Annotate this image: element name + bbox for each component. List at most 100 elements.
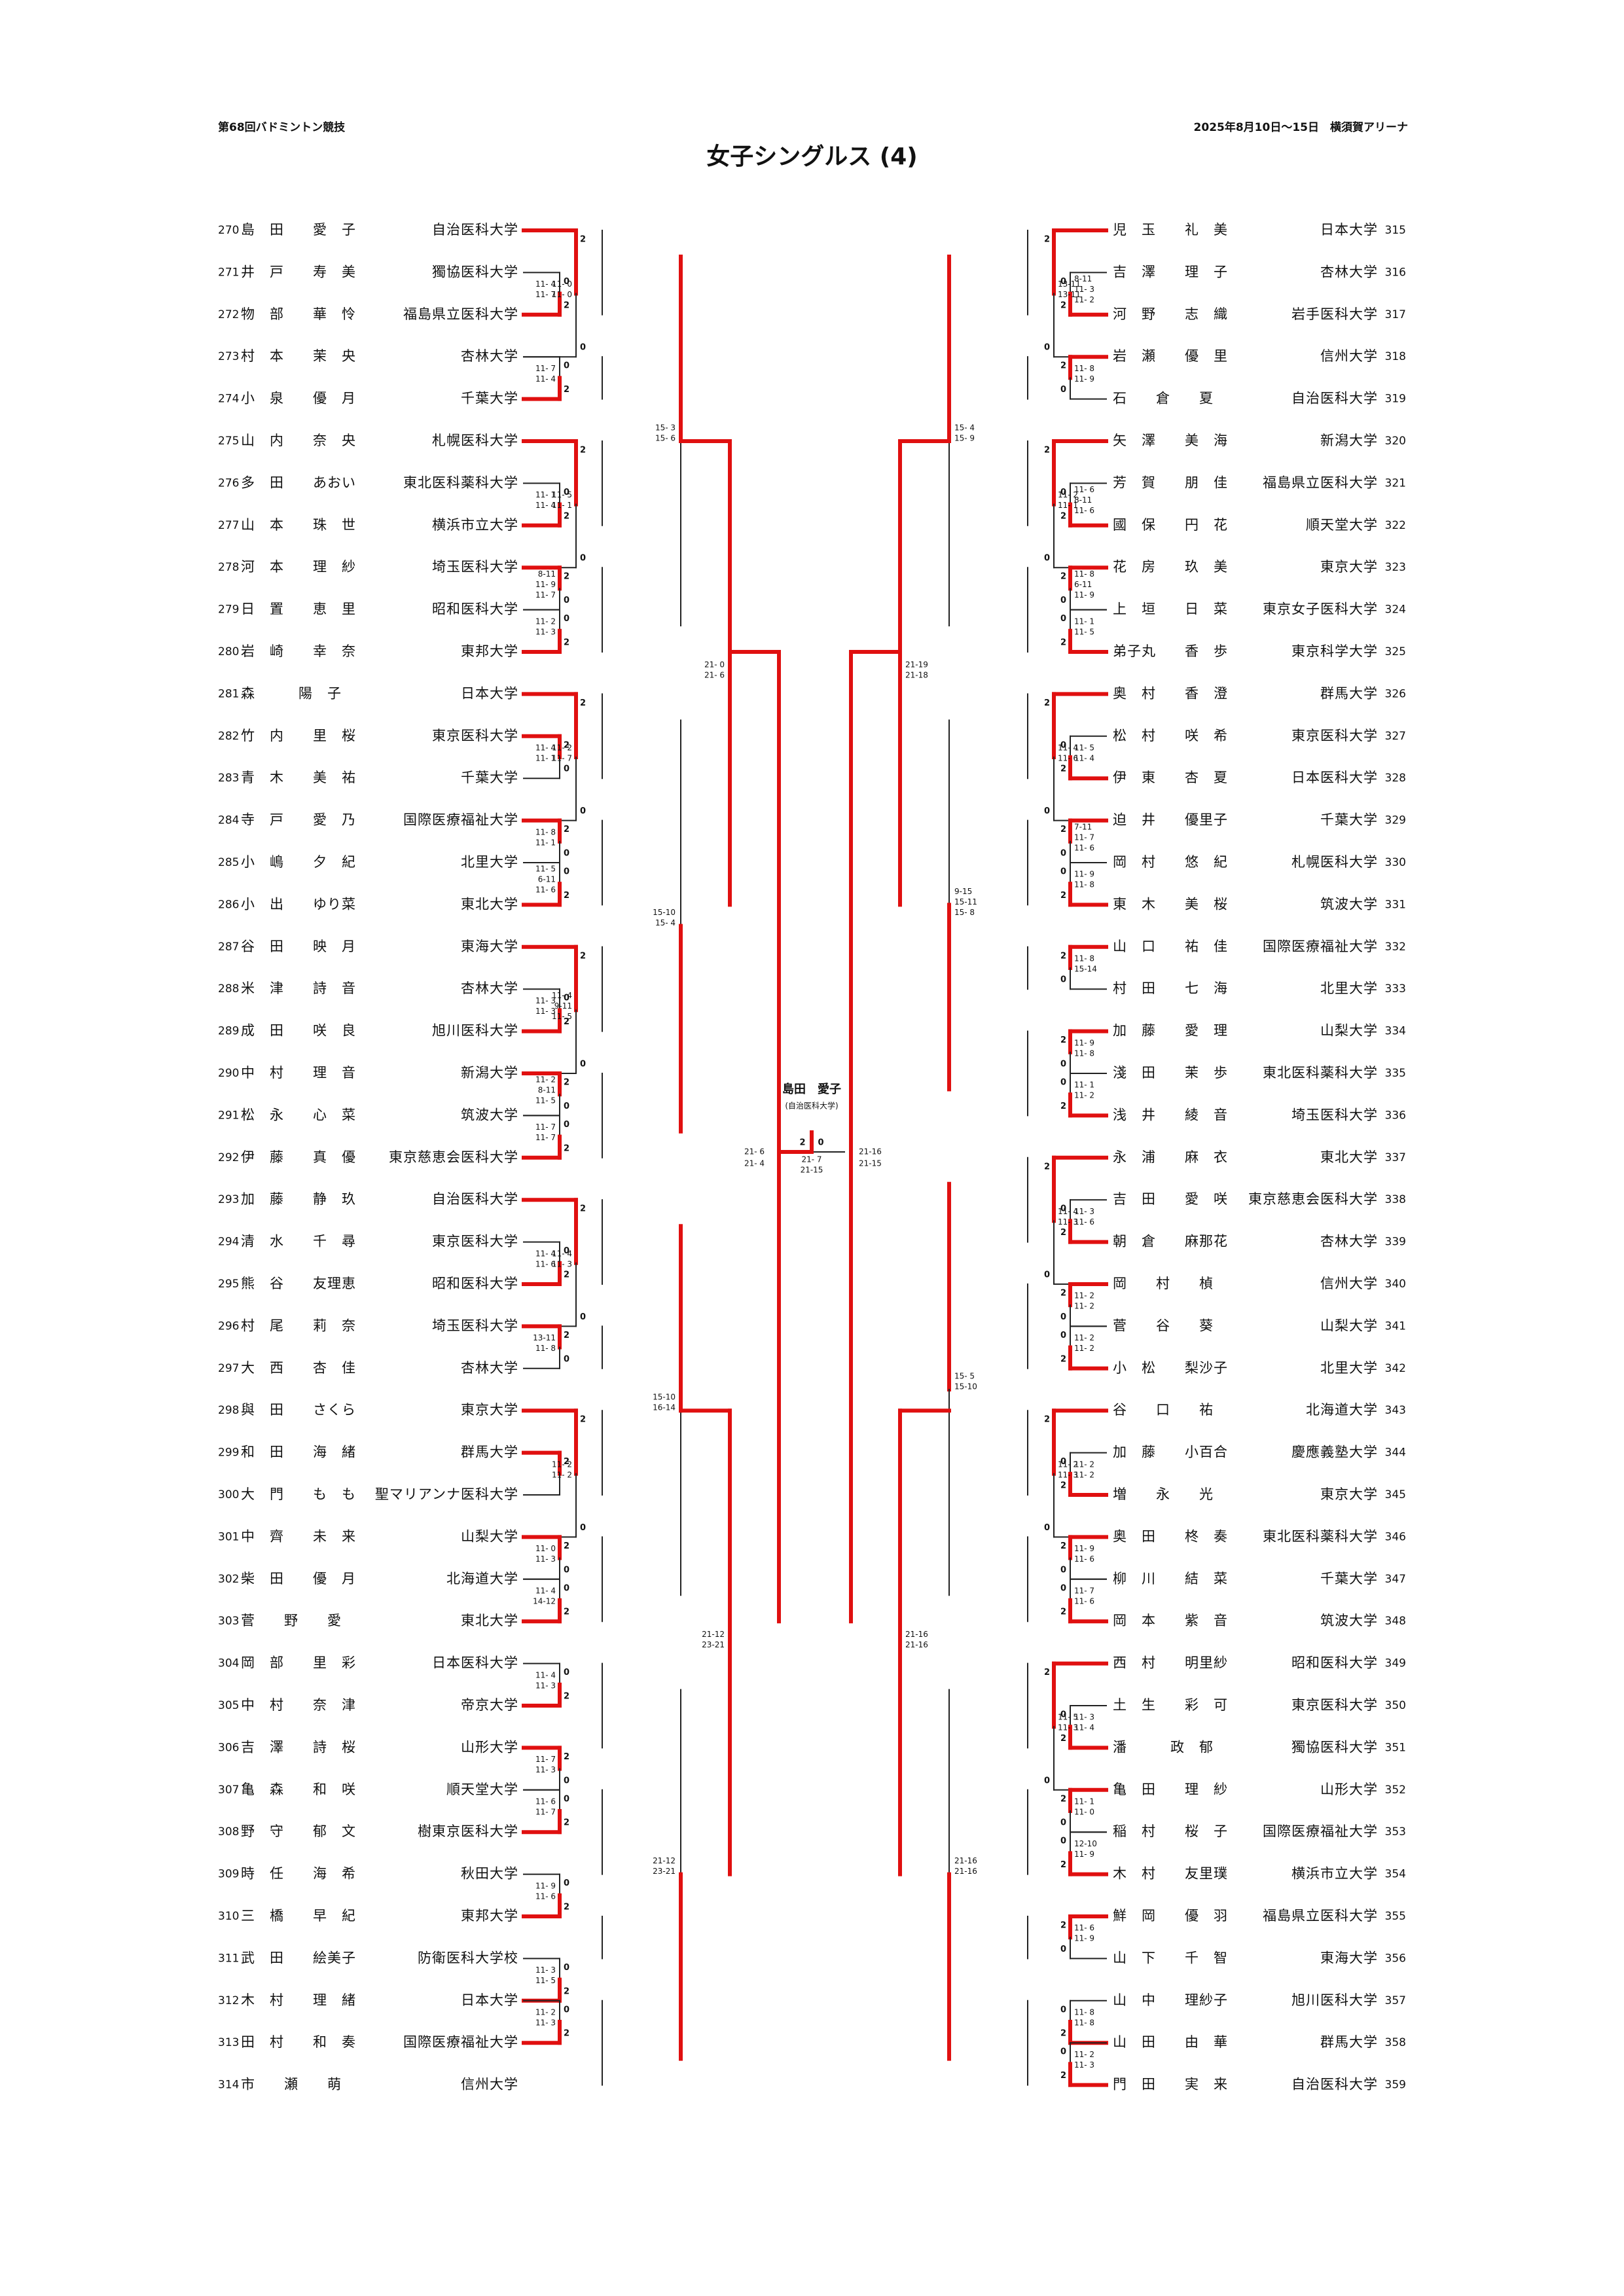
match-score: 11- 9 bbox=[535, 1881, 556, 1890]
match-score: 11- 5 bbox=[535, 865, 556, 874]
player-number: 298 bbox=[218, 1404, 239, 1417]
match-score: 11- 2 bbox=[1074, 1302, 1094, 1311]
game-result: 2 bbox=[564, 1017, 569, 1027]
game-result: 0 bbox=[564, 1102, 569, 1111]
player-number: 353 bbox=[1385, 1825, 1406, 1839]
game-result: 0 bbox=[564, 2005, 569, 2015]
player-number: 328 bbox=[1385, 772, 1406, 785]
game-result: 2 bbox=[580, 235, 586, 245]
player-number: 322 bbox=[1385, 519, 1406, 532]
player-name: 迫 井 優里子 bbox=[1113, 812, 1228, 828]
game-result: 2 bbox=[564, 1818, 569, 1828]
player-name: 青 木 美 祐 bbox=[241, 770, 356, 785]
player-name: 岡 村 悠 紀 bbox=[1113, 854, 1228, 870]
player-team: 北里大学 bbox=[1320, 1360, 1378, 1376]
player-team: 東京大学 bbox=[1320, 1486, 1378, 1502]
player-name: 小 泉 優 月 bbox=[241, 391, 356, 406]
game-result: 2 bbox=[580, 446, 586, 456]
player-number: 301 bbox=[218, 1530, 239, 1543]
game-result: 0 bbox=[1060, 2005, 1066, 2015]
semi-score-right: 21-16 bbox=[859, 1147, 882, 1157]
player-number: 288 bbox=[218, 982, 239, 996]
game-result: 0 bbox=[1044, 1776, 1050, 1785]
player-name: 寺 戸 愛 乃 bbox=[241, 812, 356, 828]
player-team: 埼玉医科大学 bbox=[1291, 1107, 1378, 1122]
match-score: 11- 7 bbox=[535, 290, 556, 299]
game-result: 2 bbox=[1060, 1607, 1066, 1617]
game-result: 2 bbox=[564, 1078, 569, 1088]
match-score: 11- 6 bbox=[535, 1259, 556, 1268]
player-number: 295 bbox=[218, 1278, 239, 1291]
player-number: 343 bbox=[1385, 1404, 1406, 1417]
game-result: 2 bbox=[1060, 951, 1066, 961]
game-result: 2 bbox=[564, 300, 569, 310]
semi-score: 21-19 bbox=[905, 660, 928, 670]
player-name: 小 嶋 夕 紀 bbox=[241, 854, 356, 870]
match-score: 11- 9 bbox=[1074, 590, 1094, 600]
match-score: 13-11 bbox=[533, 1333, 556, 1342]
player-name: 清 水 千 尋 bbox=[241, 1234, 356, 1249]
player-team: 国際医療福祉大学 bbox=[1263, 939, 1378, 954]
match-score: 11- 7 bbox=[535, 590, 556, 600]
match-score: 11- 7 bbox=[535, 1755, 556, 1764]
match-score: 6-11 bbox=[538, 875, 556, 884]
match-score: 11- 5 bbox=[552, 1012, 572, 1021]
match-score: 11- 1 bbox=[1074, 1797, 1094, 1806]
match-score: 11- 2 bbox=[1074, 1291, 1094, 1300]
match-score: 11- 2 bbox=[1074, 1091, 1094, 1100]
player-number: 316 bbox=[1385, 266, 1406, 279]
game-result: 0 bbox=[580, 806, 586, 816]
player-team: 自治医科大学 bbox=[1291, 391, 1378, 406]
match-score: 11- 5 bbox=[1074, 744, 1094, 753]
match-score: 11- 1 bbox=[535, 838, 556, 847]
player-team: 東海大学 bbox=[1320, 1950, 1378, 1965]
round-score: 15-10 bbox=[954, 1382, 977, 1391]
player-team: 東北医科薬科大学 bbox=[403, 475, 518, 490]
match-score: 11- 8 bbox=[1074, 2008, 1094, 2017]
player-team: 千葉大学 bbox=[461, 770, 518, 785]
game-result: 2 bbox=[564, 1270, 569, 1280]
game-result: 0 bbox=[564, 614, 569, 624]
player-name: 山 下 千 智 bbox=[1113, 1950, 1228, 1965]
game-result: 0 bbox=[1060, 1457, 1066, 1467]
player-name: 熊 谷 友理恵 bbox=[241, 1276, 356, 1291]
game-result: 0 bbox=[564, 1583, 569, 1593]
match-score: 11- 2 bbox=[1074, 1470, 1094, 1479]
player-name: 浅 井 綾 音 bbox=[1113, 1107, 1228, 1122]
player-number: 297 bbox=[218, 1362, 239, 1375]
player-name: 小 出 ゆり菜 bbox=[241, 896, 356, 912]
match-score: 11- 7 bbox=[535, 364, 556, 373]
match-score: 11- 1 bbox=[535, 490, 556, 499]
player-number: 306 bbox=[218, 1741, 239, 1754]
player-number: 340 bbox=[1385, 1278, 1406, 1291]
match-score: 11- 6 bbox=[535, 886, 556, 895]
game-result: 2 bbox=[1060, 1035, 1066, 1045]
match-score: 11- 4 bbox=[535, 744, 556, 753]
game-result: 2 bbox=[564, 740, 569, 750]
match-score: 11- 3 bbox=[1074, 2060, 1094, 2070]
player-team: 筑波大学 bbox=[461, 1107, 518, 1122]
match-score: 11- 2 bbox=[1058, 490, 1078, 499]
match-score: 11- 4 bbox=[1058, 1207, 1078, 1216]
game-result: 2 bbox=[564, 825, 569, 834]
game-result: 2 bbox=[564, 1143, 569, 1153]
game-result: 2 bbox=[1060, 825, 1066, 834]
game-result: 0 bbox=[1060, 2047, 1066, 2057]
game-result: 2 bbox=[580, 1415, 586, 1425]
player-number: 271 bbox=[218, 266, 239, 279]
player-team: 自治医科大学 bbox=[1291, 2077, 1378, 2092]
match-score: 11- 4 bbox=[552, 1249, 572, 1258]
player-number: 335 bbox=[1385, 1067, 1406, 1080]
match-score: 11- 3 bbox=[535, 2018, 556, 2028]
player-team: 昭和医科大学 bbox=[1291, 1655, 1378, 1671]
game-result: 0 bbox=[1060, 1312, 1066, 1322]
match-score: 9-11 bbox=[554, 1001, 572, 1011]
game-result: 2 bbox=[1060, 2071, 1066, 2081]
player-name: 石 倉 夏 bbox=[1113, 391, 1214, 406]
match-score: 11- 3 bbox=[535, 1554, 556, 1564]
match-score: 11- 2 bbox=[535, 617, 556, 626]
player-number: 329 bbox=[1385, 814, 1406, 827]
semi-score: 21- 6 bbox=[704, 671, 725, 680]
player-number: 315 bbox=[1385, 224, 1406, 237]
game-result: 0 bbox=[580, 1060, 586, 1069]
